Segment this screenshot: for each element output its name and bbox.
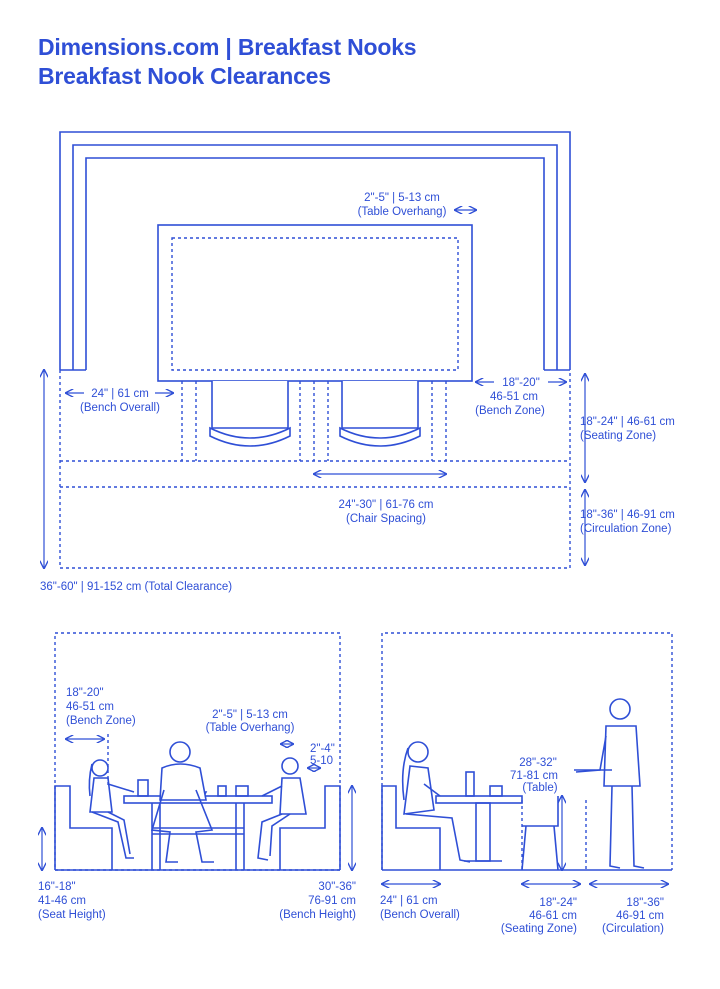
bench-zone-value: 18"-20" — [502, 377, 540, 389]
bench-zone-caption: (Bench Zone) — [475, 405, 545, 417]
bench-zone-value-cm: 46-51 cm — [490, 391, 538, 403]
seating-zone-caption: (Seating Zone) — [580, 430, 656, 442]
bench-right — [279, 785, 341, 870]
table-overhang-caption: (Table Overhang) — [358, 206, 447, 218]
table-height-value-cm: 71-81 cm — [510, 770, 558, 782]
table-overhang-caption-front: (Table Overhang) — [206, 722, 295, 734]
bench-middle-outline — [72, 144, 558, 370]
adult-figure-center — [150, 741, 214, 863]
child-figure-right — [257, 757, 307, 861]
table-top — [157, 224, 473, 382]
chair-right — [339, 381, 421, 447]
seat-height-caption: (Seat Height) — [38, 909, 106, 921]
seating-zone-value-cm-side: 46-61 cm — [529, 910, 577, 922]
bench-overall-value: 24" | 61 cm — [91, 388, 149, 400]
table-height-caption: (Table) — [522, 782, 557, 794]
page-title: Dimensions.com | Breakfast Nooks — [38, 34, 417, 60]
table-overhang-value-front: 2"-5" | 5-13 cm — [212, 709, 288, 721]
page-subtitle: Breakfast Nook Clearances — [38, 63, 331, 89]
circulation-caption-side: (Circulation) — [602, 923, 664, 935]
front-elevation: 18"-20" 46-51 cm (Bench Zone) 2"-5" | 5-… — [38, 632, 356, 921]
circulation-zone-value: 18"-36" | 46-91 cm — [580, 509, 675, 521]
server-figure-standing — [574, 698, 645, 869]
table-height-value: 28"-32" — [519, 757, 557, 769]
bench-zone-value-front: 18"-20" — [66, 687, 104, 699]
front-elevation-zone — [54, 632, 341, 871]
child-figure-left — [88, 759, 135, 859]
seat-height-value: 16"-18" — [38, 881, 76, 893]
bench-overall-caption: (Bench Overall) — [80, 402, 160, 414]
bench-overall-value-side: 24" | 61 cm — [380, 895, 438, 907]
circulation-value-cm-side: 46-91 cm — [616, 910, 664, 922]
bench-height-caption: (Bench Height) — [279, 909, 356, 921]
plan-view: 2"-5" | 5-13 cm (Table Overhang) 24" | 6… — [40, 131, 675, 593]
small-overhang-value-cm: 5-10 — [310, 755, 333, 767]
dining-table-side — [435, 771, 523, 862]
bench-height-value: 30"-36" — [318, 881, 356, 893]
chair-left — [209, 381, 291, 447]
seating-zone-caption-side: (Seating Zone) — [501, 923, 577, 935]
bench-seat-outline — [85, 157, 545, 370]
chair-spacing-value: 24"-30" | 61-76 cm — [339, 499, 434, 511]
side-elevation: 28"-32" 71-81 cm (Table) 24" | 61 cm (Be… — [380, 632, 673, 935]
table-overhang-value: 2"-5" | 5-13 cm — [364, 192, 440, 204]
woman-figure-seated — [401, 741, 471, 863]
seat-height-value-cm: 41-46 cm — [38, 895, 86, 907]
small-overhang-value: 2"-4" — [310, 743, 335, 755]
bench-zone-value-cm-front: 46-51 cm — [66, 701, 114, 713]
circulation-zone-caption: (Circulation Zone) — [580, 523, 672, 535]
bench-left — [54, 785, 113, 870]
bench-zone-caption-front: (Bench Zone) — [66, 715, 136, 727]
total-clearance-zone — [59, 370, 571, 569]
chair-spacing-caption: (Chair Spacing) — [346, 513, 426, 525]
bench-outer-outline — [59, 131, 571, 370]
bench-height-value-cm: 76-91 cm — [308, 895, 356, 907]
circulation-value-side: 18"-36" — [626, 897, 664, 909]
total-clearance-label: 36"-60" | 91-152 cm (Total Clearance) — [40, 581, 232, 593]
table-base-outline — [171, 237, 459, 371]
side-chair — [521, 796, 559, 871]
bench-overall-caption-side: (Bench Overall) — [380, 909, 460, 921]
bench-side — [381, 785, 441, 870]
seating-zone-value-side: 18"-24" — [539, 897, 577, 909]
seating-zone-value: 18"-24" | 46-61 cm — [580, 416, 675, 428]
